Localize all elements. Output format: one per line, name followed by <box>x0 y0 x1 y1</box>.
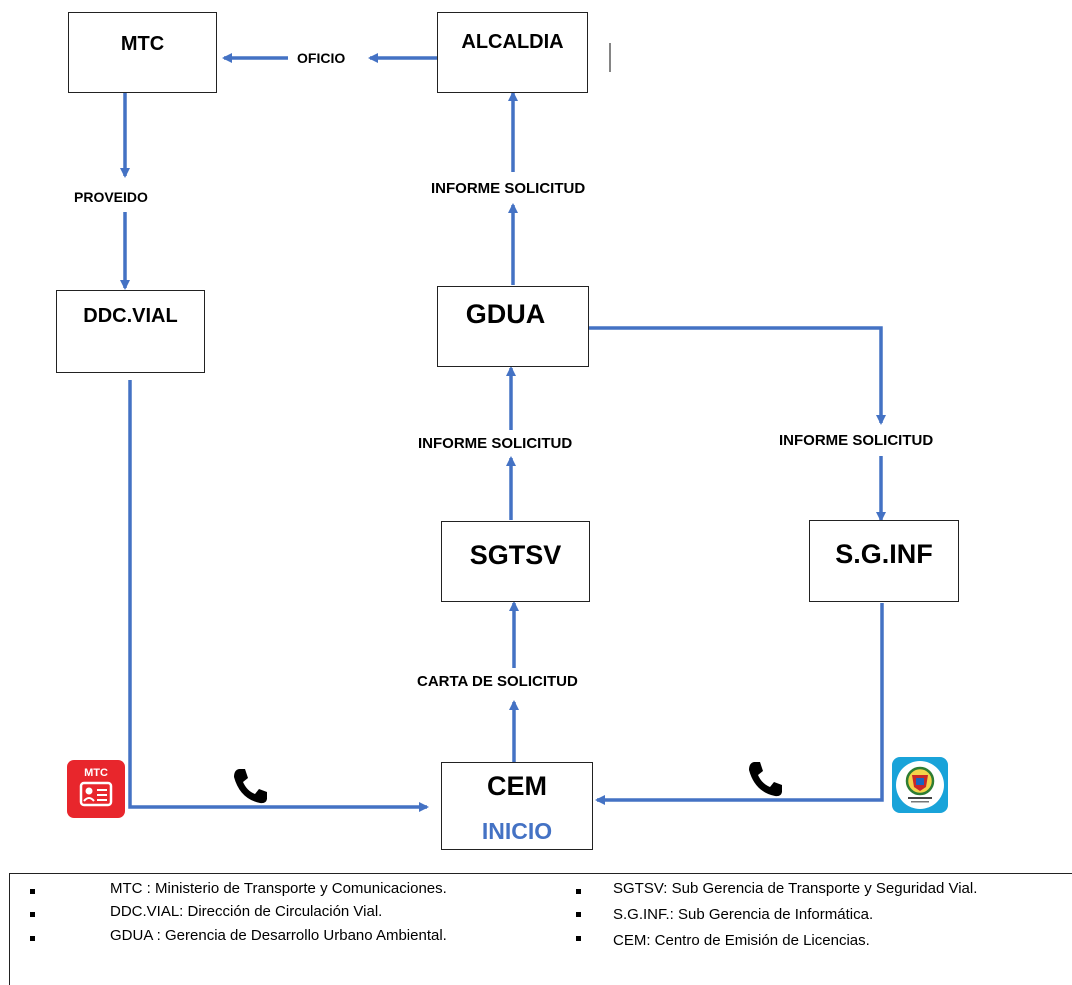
node-mtc-label: MTC <box>120 33 165 55</box>
legend-bullet <box>576 936 581 941</box>
node-gdua-label: GDUA <box>465 299 546 329</box>
node-mtc: MTC <box>68 12 217 93</box>
arrow-gdua-informe-right <box>589 326 886 425</box>
legend-bullet <box>30 889 35 894</box>
edge-label-informe-mid: INFORME SOLICITUD <box>418 435 573 452</box>
arrow-ddc-cem <box>128 380 429 812</box>
node-gdua: GDUA <box>437 286 589 367</box>
node-sginf-label: S.G.INF <box>835 539 933 569</box>
node-cem-label: CEM <box>487 771 547 801</box>
edge-label-informe-top: INFORME SOLICITUD <box>431 180 586 197</box>
node-cem-start-label: INICIO <box>481 818 553 844</box>
legend-item-cem: CEM: Centro de Emisión de Licencias. <box>613 932 870 949</box>
edge-label-oficio: OFICIO <box>297 50 346 66</box>
legend-item-ddc-vial: DDC.VIAL: Dirección de Circulación Vial. <box>110 903 383 920</box>
phone-icon <box>749 762 782 797</box>
legend-item-sginf: S.G.INF.: Sub Gerencia de Informática. <box>613 906 874 923</box>
node-ddc-vial-label: DDC.VIAL <box>83 305 178 327</box>
node-sgtsv-label: SGTSV <box>469 540 562 570</box>
edge-label-informe-right: INFORME SOLICITUD <box>779 432 934 449</box>
mtc-logo: MTC <box>67 760 125 818</box>
edge-label-carta: CARTA DE SOLICITUD <box>417 673 578 690</box>
id-card-icon <box>79 781 113 807</box>
mtc-logo-text: MTC <box>84 767 108 779</box>
legend-box: MTC : Ministerio de Transporte y Comunic… <box>9 873 1072 985</box>
legend-item-mtc: MTC : Ministerio de Transporte y Comunic… <box>110 880 447 897</box>
legend-bullet <box>576 912 581 917</box>
node-cem: CEM INICIO <box>441 762 593 850</box>
legend-bullet <box>30 912 35 917</box>
legend-item-sgtsv: SGTSV: Sub Gerencia de Transporte y Segu… <box>613 880 978 897</box>
arrow-sginf-cem <box>595 603 884 805</box>
node-sgtsv: SGTSV <box>441 521 590 602</box>
legend-item-gdua: GDUA : Gerencia de Desarrollo Urbano Amb… <box>110 927 447 944</box>
node-ddc-vial: DDC.VIAL <box>56 290 205 373</box>
node-alcaldia-label: ALCALDIA <box>461 31 564 53</box>
phone-icon <box>234 769 267 804</box>
node-sginf: S.G.INF <box>809 520 959 602</box>
municipal-seal-logo <box>892 757 948 813</box>
legend-bullet <box>576 889 581 894</box>
legend-bullet <box>30 936 35 941</box>
node-alcaldia: ALCALDIA <box>437 12 588 93</box>
edge-label-proveido: PROVEIDO <box>74 189 148 205</box>
